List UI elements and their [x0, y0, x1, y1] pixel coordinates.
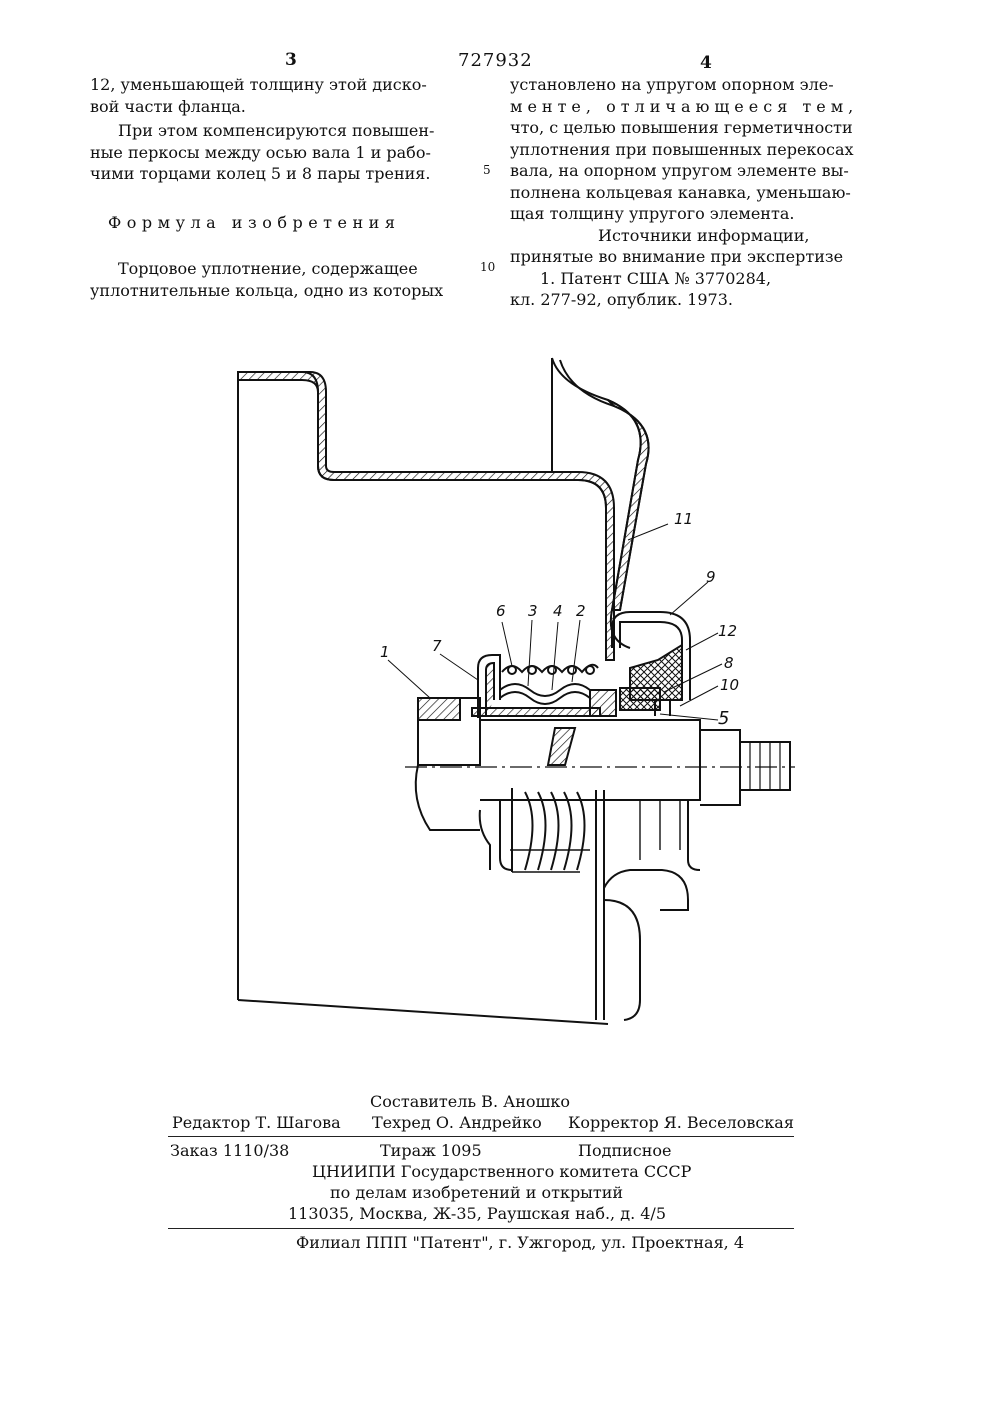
leader-line-1	[388, 660, 430, 698]
part-label: 7	[432, 637, 442, 655]
footer-org2: по делам изобретений и открытий	[330, 1183, 623, 1202]
footer-branch: Филиал ППП "Патент", г. Ужгород, ул. Про…	[296, 1233, 744, 1252]
part-label: 10	[720, 676, 739, 694]
lower-cup	[480, 800, 512, 870]
footer-rule	[168, 1136, 794, 1137]
lower-flange	[604, 870, 688, 910]
housing-bottom-edge	[238, 1000, 608, 1024]
part-label: 6	[496, 602, 506, 620]
part-label: 4	[553, 602, 563, 620]
leader-line-3	[528, 620, 532, 686]
footer-circulation: Тираж 1095	[380, 1141, 482, 1160]
footer-techred: Техред О. Андрейко	[372, 1113, 542, 1132]
leader-line-9	[670, 582, 708, 615]
part-label: 12	[718, 622, 737, 640]
part-label: 8	[724, 654, 734, 672]
ring-2	[590, 690, 616, 716]
part-label: 11	[674, 510, 693, 528]
footer-rule	[168, 1228, 794, 1229]
part-label: 1	[380, 643, 390, 661]
footer-org1: ЦНИИПИ Государственного комитета СССР	[312, 1162, 691, 1181]
shaft-1-lower	[416, 765, 480, 830]
leader-line-4	[552, 622, 558, 690]
footer-address: 113035, Москва, Ж-35, Раушская наб., д. …	[288, 1204, 666, 1223]
footer-corrector: Корректор Я. Веселовская	[568, 1113, 794, 1132]
leader-line-10	[680, 686, 718, 706]
part-label: 3	[528, 602, 538, 620]
bellows-3-4	[500, 684, 590, 696]
leader-line-7	[440, 654, 478, 680]
footer-subscription: Подписное	[578, 1141, 672, 1160]
part-label: 5	[718, 708, 729, 729]
footer-order: Заказ 1110/38	[170, 1141, 289, 1160]
elastic-element-11	[552, 358, 641, 648]
shaft-end	[740, 742, 790, 790]
housing-wall	[238, 372, 606, 660]
footer-editor: Редактор Т. Шагова	[172, 1113, 341, 1132]
part-label: 9	[706, 568, 716, 586]
lower-element-11	[604, 900, 640, 1020]
leader-line-6	[502, 622, 512, 666]
part-label: 2	[576, 602, 586, 620]
lower-housing-wall	[596, 790, 604, 1020]
footer-compiler: Составитель В. Аношко	[370, 1092, 570, 1111]
